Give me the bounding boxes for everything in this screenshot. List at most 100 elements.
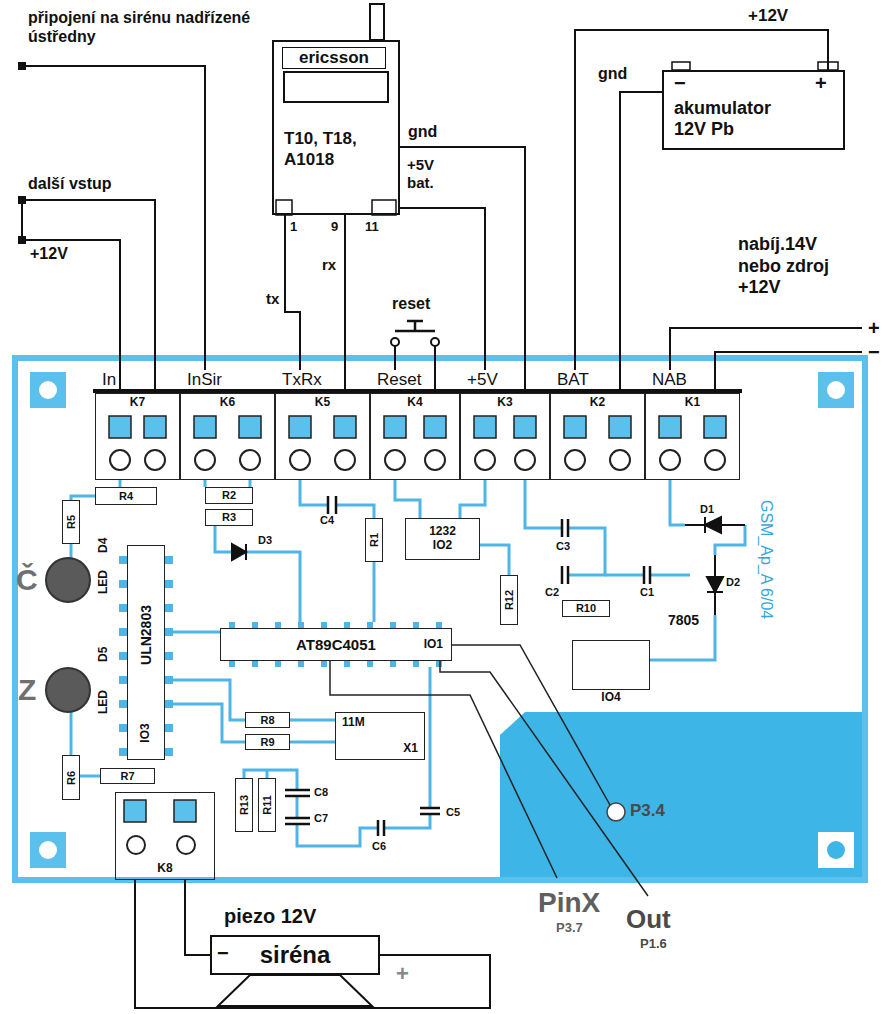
signal-name: +12V <box>30 244 68 263</box>
pcb-trace <box>395 480 420 518</box>
pcb-trace <box>429 667 432 808</box>
part-label: NAB <box>650 370 689 389</box>
wire-end <box>18 236 26 244</box>
phone-body <box>272 40 400 215</box>
terminal-screw-pads <box>109 416 726 822</box>
resistor: R3 <box>205 509 253 526</box>
part-label: AT89C4051 <box>296 636 376 653</box>
phone-foot <box>372 200 396 215</box>
wire-end <box>18 196 26 204</box>
siren: piezo 12Vsiréna <box>210 935 380 975</box>
pcb-trace <box>173 680 245 720</box>
terminal-block: TxRxK5 <box>275 393 370 480</box>
pcb-trace <box>296 796 299 818</box>
pcb-trace <box>297 824 378 846</box>
button-contact <box>431 338 439 346</box>
voltage-regulator: IO4 <box>572 640 650 690</box>
pcb-board: GSM_Ap_A 6/04InK7InSirK6TxRxK5ResetK4+5V… <box>15 358 865 880</box>
pin-name: P3.4 <box>630 801 665 821</box>
part-label: K8 <box>157 862 172 876</box>
note: připojení na sirénu nadřízené ústředny <box>28 8 258 46</box>
capacitor-symbol <box>562 566 568 584</box>
part-label: K7 <box>130 396 145 410</box>
phone-display <box>284 72 388 102</box>
wire <box>620 92 662 393</box>
pin-number: 1 <box>290 219 297 235</box>
microcontroller: AT89C4051IO1 <box>220 628 452 661</box>
capacitor-symbol <box>328 496 336 514</box>
mounting-hole <box>827 381 845 399</box>
wire <box>285 215 300 393</box>
part-label: R10 <box>576 602 596 615</box>
part-label: +5V <box>465 370 500 389</box>
resistor: R1 <box>365 518 383 562</box>
pcb-board <box>15 358 865 880</box>
leader-line <box>440 661 648 896</box>
crystal: 11M X1 <box>335 712 425 760</box>
wire <box>185 880 210 955</box>
wire <box>344 215 346 393</box>
part-name: C8 <box>314 786 328 799</box>
mounting-pad <box>30 832 66 868</box>
part-label: R6 <box>65 770 78 784</box>
part-label: 1232 <box>429 525 456 539</box>
pcb-trace <box>215 526 300 622</box>
ic-chip: ULN2803IO3 <box>127 545 165 760</box>
wire <box>22 66 205 393</box>
part-label: R1 <box>368 533 381 547</box>
phone-module-drawing <box>272 4 400 215</box>
pcb-trace <box>384 814 430 828</box>
wire <box>670 328 862 393</box>
terminal-block: K8 <box>115 792 215 880</box>
pin-name: P1.6 <box>640 936 667 952</box>
resistor: R12 <box>500 575 518 625</box>
part-label: TxRx <box>280 370 324 389</box>
capacitor-symbol <box>285 818 310 824</box>
part-name: C4 <box>320 514 334 527</box>
part-label: siréna <box>260 941 331 969</box>
pcb-trace <box>119 480 122 487</box>
wire <box>22 200 155 393</box>
part-name: 7805 <box>668 612 699 629</box>
part-label: R3 <box>222 511 236 524</box>
resistor: R10 <box>562 600 610 617</box>
part-name: C1 <box>640 586 654 599</box>
button-plunger <box>395 321 435 331</box>
note: další vstup <box>28 174 112 193</box>
signal-name: gnd <box>598 64 627 83</box>
pcb-trace <box>670 480 685 525</box>
external-wiring <box>22 66 862 393</box>
mounting-pad <box>818 372 854 408</box>
pcb-trace <box>70 712 73 755</box>
polarity-mark: − <box>217 941 229 965</box>
part-label: K3 <box>497 396 512 410</box>
resistor: R5 <box>62 500 80 544</box>
part-label: 11M <box>342 716 365 730</box>
wire-end <box>18 62 26 70</box>
wire <box>135 880 490 1008</box>
button-contact <box>391 338 399 346</box>
part-name: C5 <box>446 806 460 819</box>
signal-name: gnd <box>408 122 437 141</box>
polarity-mark: + <box>815 71 827 95</box>
battery-terminal <box>672 62 690 70</box>
resistor: R9 <box>245 734 290 750</box>
part-label: K5 <box>315 396 330 410</box>
led-color: Z <box>18 672 36 708</box>
terminal-block: InK7 <box>95 393 180 480</box>
pin-name: Out <box>626 904 671 935</box>
wire <box>400 147 525 393</box>
terminal-block: NABK1 <box>645 393 740 480</box>
led-symbol <box>46 668 90 712</box>
resistor: R4 <box>95 487 157 505</box>
part-label: X1 <box>403 742 418 756</box>
wire <box>434 346 436 393</box>
polarity-mark: + <box>396 961 409 987</box>
phone-module: ericssonT10, T18, A1018 <box>272 40 400 215</box>
signal-name: rx <box>322 256 336 274</box>
terminal-block: InSirK6 <box>180 393 275 480</box>
mounting-hole <box>39 381 57 399</box>
phone-foot <box>276 200 292 215</box>
resistor: R13 <box>235 778 253 832</box>
